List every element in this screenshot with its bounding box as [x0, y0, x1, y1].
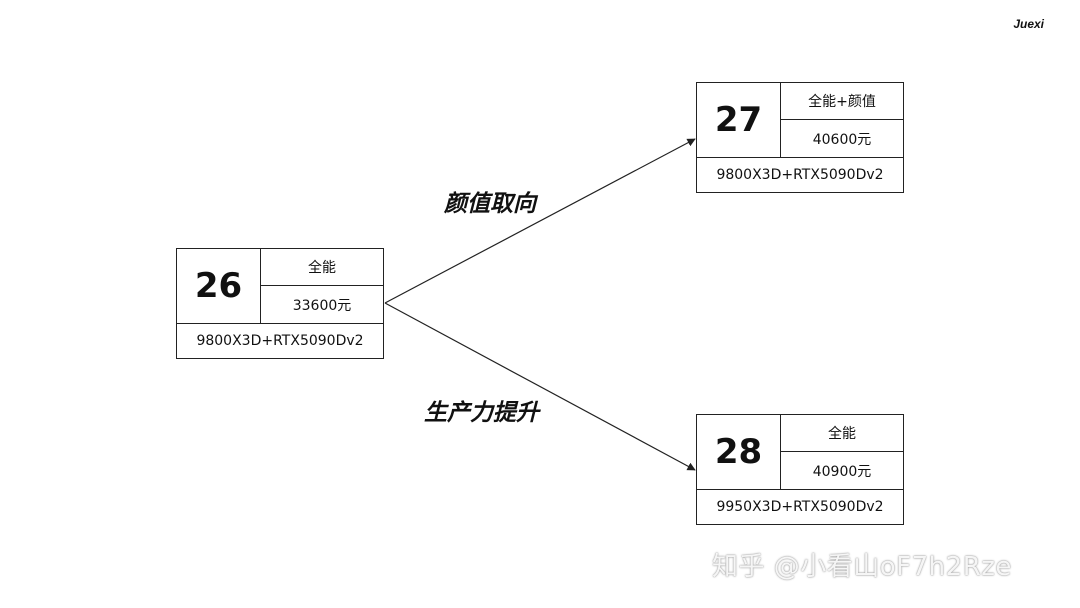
- edge-label-productivity: 生产力提升: [424, 400, 539, 426]
- node-price: 40600元: [812, 131, 872, 148]
- node-category: 全能+颜值: [781, 83, 903, 120]
- node-27: 27 全能+颜值 40600元 9800X3D+RTX5090Dv2: [696, 82, 904, 193]
- edge-arrow-to-27: [384, 138, 696, 304]
- node-config: 9800X3D+RTX5090Dv2: [697, 157, 903, 192]
- node-price: 40900元: [812, 463, 872, 480]
- node-number: 27: [697, 83, 781, 157]
- node-26: 26 全能 33600元 9800X3D+RTX5090Dv2: [176, 248, 384, 359]
- node-config: 9800X3D+RTX5090Dv2: [177, 323, 383, 358]
- watermark: 知乎 @小看山oF7h2Rze: [712, 552, 1012, 582]
- node-config: 9950X3D+RTX5090Dv2: [697, 489, 903, 524]
- brand-logo: Juexi: [1013, 17, 1044, 31]
- node-category: 全能: [781, 415, 903, 452]
- edge-label-aesthetics: 颜值取向: [444, 191, 536, 217]
- node-price: 33600元: [292, 297, 352, 314]
- edge-arrow-to-28: [384, 302, 696, 471]
- node-number: 26: [177, 249, 261, 323]
- node-category: 全能: [261, 249, 383, 286]
- node-28: 28 全能 40900元 9950X3D+RTX5090Dv2: [696, 414, 904, 525]
- node-number: 28: [697, 415, 781, 489]
